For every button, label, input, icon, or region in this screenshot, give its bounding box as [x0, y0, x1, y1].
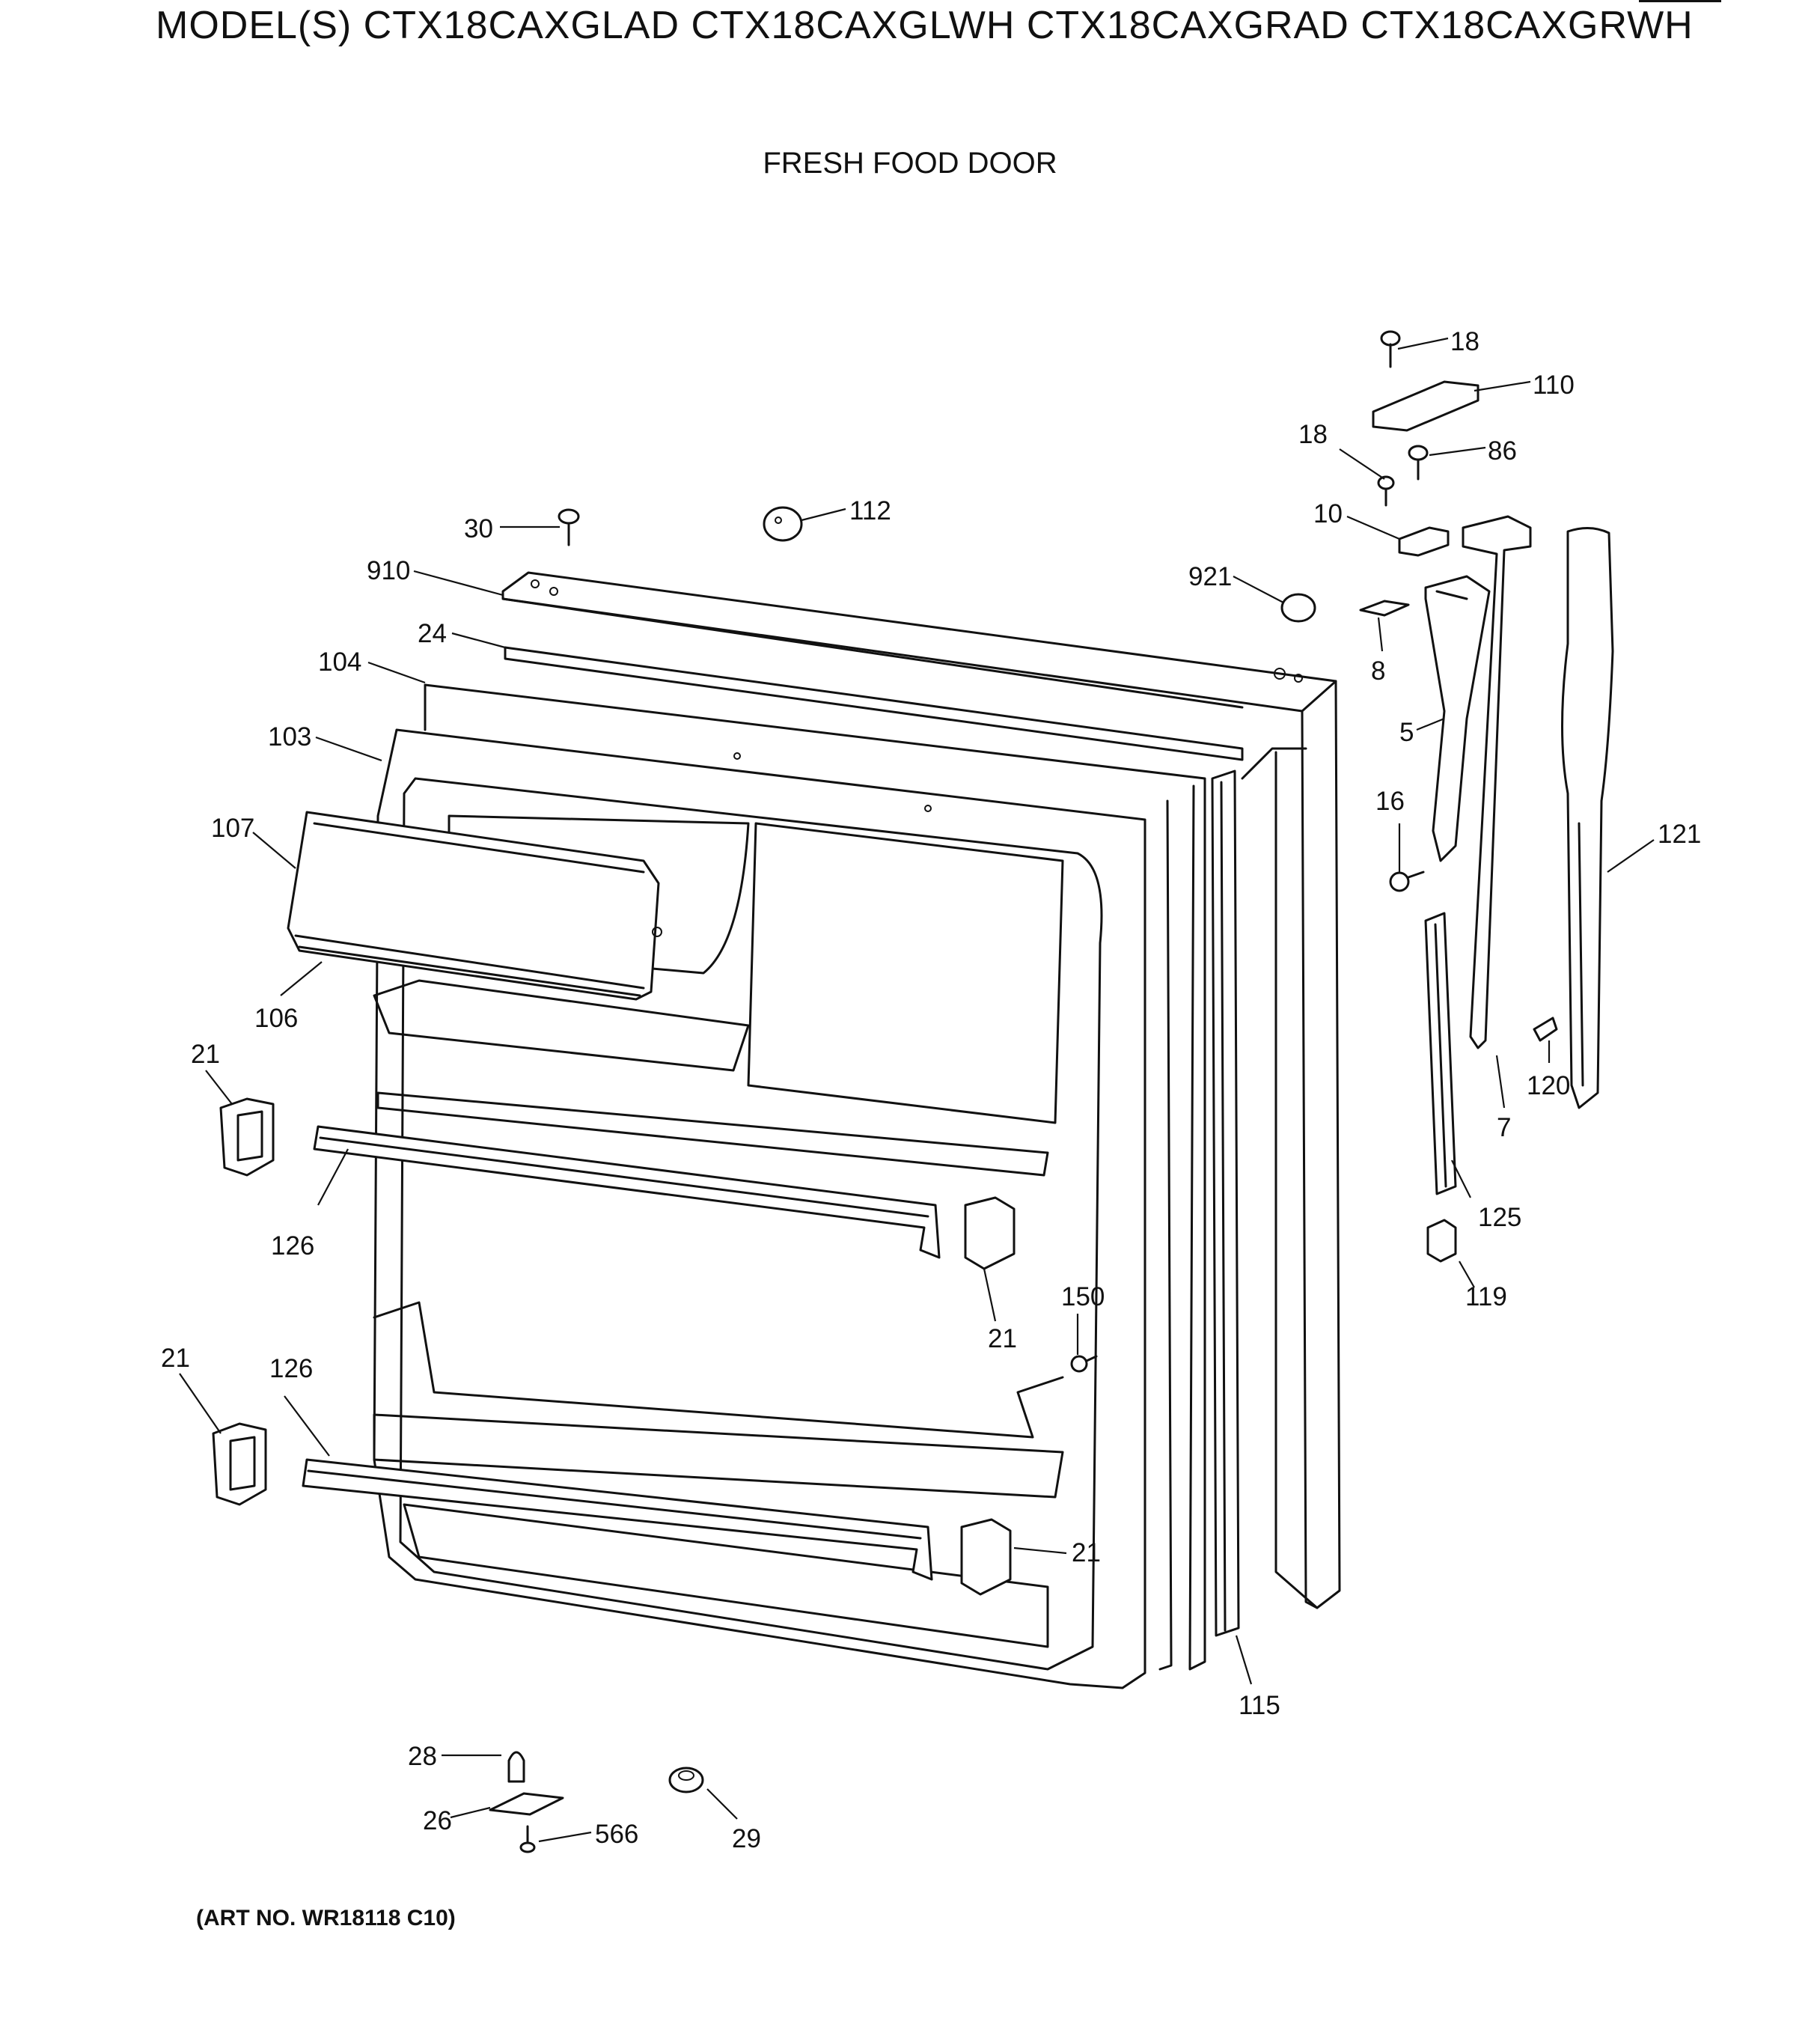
diagram-subtitle: FRESH FOOD DOOR	[763, 147, 1057, 180]
screw-566	[519, 1825, 536, 1853]
callout-125: 125	[1478, 1203, 1521, 1232]
screw-18-mid	[1377, 475, 1395, 507]
door-handle	[1561, 527, 1614, 1109]
callout-18-top: 18	[1450, 327, 1479, 356]
clip-119	[1426, 1219, 1457, 1263]
handle-support	[1462, 515, 1532, 1049]
callout-18-mid: 18	[1298, 420, 1328, 449]
top-rule	[1639, 0, 1721, 2]
callout-28: 28	[408, 1742, 437, 1771]
callout-910: 910	[367, 556, 410, 585]
screw-150	[1070, 1355, 1098, 1373]
callout-104: 104	[318, 647, 361, 677]
callout-8: 8	[1371, 656, 1385, 686]
callout-16: 16	[1375, 787, 1405, 816]
pin-28	[507, 1751, 525, 1783]
callout-21-left-lower: 21	[161, 1344, 190, 1373]
callout-107: 107	[211, 814, 254, 843]
handle-mount	[1424, 575, 1491, 862]
screw-18-top	[1380, 330, 1401, 368]
art-number: (ART NO. WR18118 C10)	[196, 1906, 456, 1930]
callout-7: 7	[1497, 1113, 1511, 1142]
hinge-bracket-10	[1398, 526, 1450, 557]
door-gasket	[424, 683, 1206, 1671]
door-bin-upper	[313, 1125, 941, 1259]
screw-86	[1408, 445, 1429, 481]
callout-110: 110	[1533, 371, 1575, 400]
callout-labels: 18 110 18 86 10 30 112 910 921 24 8 104 …	[161, 327, 1701, 1853]
callout-5: 5	[1399, 718, 1414, 747]
callout-119: 119	[1465, 1282, 1507, 1311]
plug-921	[1280, 593, 1316, 623]
callout-21-right-upper: 21	[988, 1324, 1017, 1353]
leader-lines	[179, 337, 1655, 1843]
bin-support-right-lower	[960, 1518, 1012, 1596]
callout-21-left-upper: 21	[191, 1040, 220, 1069]
callout-121: 121	[1658, 820, 1701, 849]
door-trim-strip	[504, 646, 1244, 761]
bumper-29	[668, 1767, 704, 1793]
model-title: MODEL(S) CTX18CAXGLAD CTX18CAXGLWH CTX18…	[156, 4, 1694, 47]
callout-24: 24	[418, 619, 447, 648]
callout-26: 26	[423, 1806, 452, 1835]
callout-29: 29	[732, 1824, 761, 1853]
callout-115: 115	[1239, 1691, 1280, 1720]
callout-112: 112	[849, 496, 891, 525]
screw-16	[1389, 871, 1425, 892]
callout-566: 566	[595, 1820, 638, 1849]
callout-921: 921	[1188, 562, 1232, 591]
callout-106: 106	[254, 1004, 298, 1033]
callout-120: 120	[1527, 1071, 1570, 1100]
cap-112	[763, 506, 803, 542]
hinge-cover-110	[1372, 380, 1479, 432]
callout-103: 103	[268, 722, 311, 752]
callout-86: 86	[1488, 436, 1517, 466]
bin-support-right-upper	[964, 1196, 1016, 1270]
callout-126-lower: 126	[269, 1354, 313, 1383]
gasket-strip	[1211, 769, 1240, 1637]
plate-26	[489, 1792, 564, 1816]
screw-120	[1533, 1017, 1558, 1042]
callout-126-upper: 126	[271, 1231, 314, 1261]
callout-10: 10	[1313, 499, 1343, 528]
door-outer-panel	[501, 571, 1341, 1609]
door-stop-strip	[1424, 912, 1457, 1195]
callout-30: 30	[464, 514, 493, 543]
bin-support-left-lower	[212, 1422, 267, 1506]
callout-21-right-lower: 21	[1072, 1538, 1101, 1567]
dairy-door	[287, 811, 662, 1001]
callout-150: 150	[1061, 1282, 1105, 1311]
door-bin-lower	[302, 1458, 933, 1581]
screw-30	[558, 508, 580, 546]
bin-support-left-upper	[219, 1097, 275, 1177]
hinge-plate-8	[1359, 600, 1410, 617]
